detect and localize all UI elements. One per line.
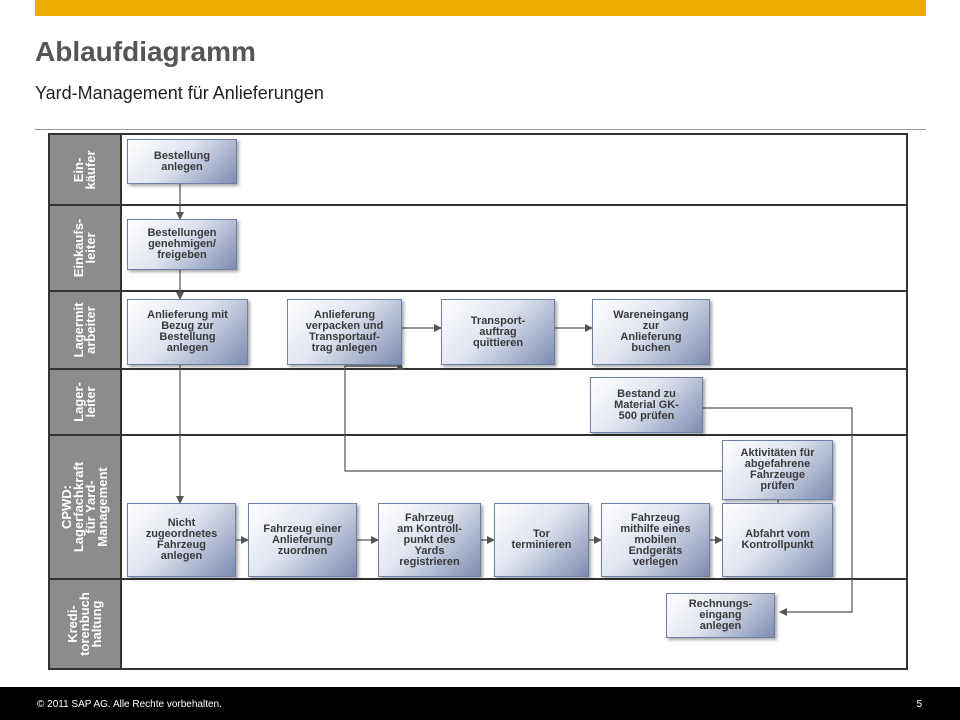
step-label: Bestand zu Material GK- 500 prüfen xyxy=(614,387,679,422)
step-aktivitaeten-pruefen: Aktivitäten für abgefahrene Fahrzeuge pr… xyxy=(722,440,833,500)
page-number: 5 xyxy=(916,699,922,710)
lane-label-einkaufsleiter: Einkaufs- leiter xyxy=(50,206,120,290)
step-label: Aktivitäten für abgefahrene Fahrzeuge pr… xyxy=(740,447,815,492)
step-fahrzeug-verlegen: Fahrzeug mithilfe eines mobilen Endgerät… xyxy=(601,503,710,577)
step-wareneingang-buchen: Wareneingang zur Anlieferung buchen xyxy=(592,299,710,365)
step-label: Wareneingang zur Anlieferung buchen xyxy=(613,309,689,354)
lane-label-lagerleiter: Lager- leiter xyxy=(50,370,120,434)
lane-divider xyxy=(48,204,908,206)
swimlane-frame xyxy=(48,133,908,670)
step-label: Rechnungs- eingang anlegen xyxy=(688,598,753,632)
lane-label-separator xyxy=(120,133,122,670)
title-divider xyxy=(35,129,926,130)
step-label: Bestellung anlegen xyxy=(153,149,211,173)
page-subtitle: Yard-Management für Anlieferungen xyxy=(35,83,324,103)
copyright-text: © 2011 SAP AG. Alle Rechte vorbehalten. xyxy=(37,699,222,710)
accent-bar xyxy=(35,0,926,16)
step-label: Abfahrt vom Kontrollpunkt xyxy=(741,528,814,551)
step-label: Fahrzeug mithilfe eines mobilen Endgerät… xyxy=(620,511,691,568)
step-abfahrt-kontrollpunkt: Abfahrt vom Kontrollpunkt xyxy=(722,503,833,577)
connector-arrow xyxy=(703,407,853,616)
step-anlieferung-mit-bezug: Anlieferung mit Bezug zur Bestellung anl… xyxy=(127,299,248,365)
step-label: Transport- auftrag quittieren xyxy=(470,314,526,349)
step-label: Anlieferung verpacken und Transportauf- … xyxy=(305,309,384,354)
lane-divider xyxy=(48,434,908,436)
step-nicht-zugeordnetes-fahrzeug: Nicht zugeordnetes Fahrzeug anlegen xyxy=(127,503,236,577)
lane-divider xyxy=(48,368,908,370)
step-label: Fahrzeug am Kontroll- punkt des Yards re… xyxy=(397,511,462,568)
step-label: Anlieferung mit Bezug zur Bestellung anl… xyxy=(147,309,228,354)
step-transportauftrag-quittieren: Transport- auftrag quittieren xyxy=(441,299,555,365)
step-fahrzeug-zuordnen: Fahrzeug einer Anlieferung zuordnen xyxy=(248,503,357,577)
footer-bar: © 2011 SAP AG. Alle Rechte vorbehalten. … xyxy=(0,687,960,720)
step-label: Bestellungen genehmigen/ freigeben xyxy=(147,227,217,261)
lane-label-kreditorenbuchhaltung: Kredi- torenbuch haltung xyxy=(50,580,120,668)
step-bestellungen-genehmigen: Bestellungen genehmigen/ freigeben xyxy=(127,219,237,270)
step-bestellung-anlegen: Bestellung anlegen xyxy=(127,139,237,184)
step-label: Tor terminieren xyxy=(511,528,572,551)
connector-arrow xyxy=(344,362,778,472)
step-tor-terminieren: Tor terminieren xyxy=(494,503,589,577)
step-fahrzeug-registrieren: Fahrzeug am Kontroll- punkt des Yards re… xyxy=(378,503,481,577)
lane-label-einkaeufer: Ein- käufer xyxy=(50,135,120,204)
step-label: Nicht zugeordnetes Fahrzeug anlegen xyxy=(145,517,218,562)
step-rechnungseingang-anlegen: Rechnungs- eingang anlegen xyxy=(666,593,775,638)
lane-label-cpwd: CPWD: Lagerfachkraft für Yard- Managemen… xyxy=(50,436,120,578)
lane-divider xyxy=(48,578,908,580)
lane-divider xyxy=(48,290,908,292)
step-anlieferung-verpacken: Anlieferung verpacken und Transportauf- … xyxy=(287,299,402,365)
step-label: Fahrzeug einer Anlieferung zuordnen xyxy=(263,522,342,557)
step-bestand-pruefen: Bestand zu Material GK- 500 prüfen xyxy=(590,377,703,433)
lane-label-lagermitarbeiter: Lagermit arbeiter xyxy=(50,292,120,368)
page-title: Ablaufdiagramm xyxy=(35,36,256,67)
